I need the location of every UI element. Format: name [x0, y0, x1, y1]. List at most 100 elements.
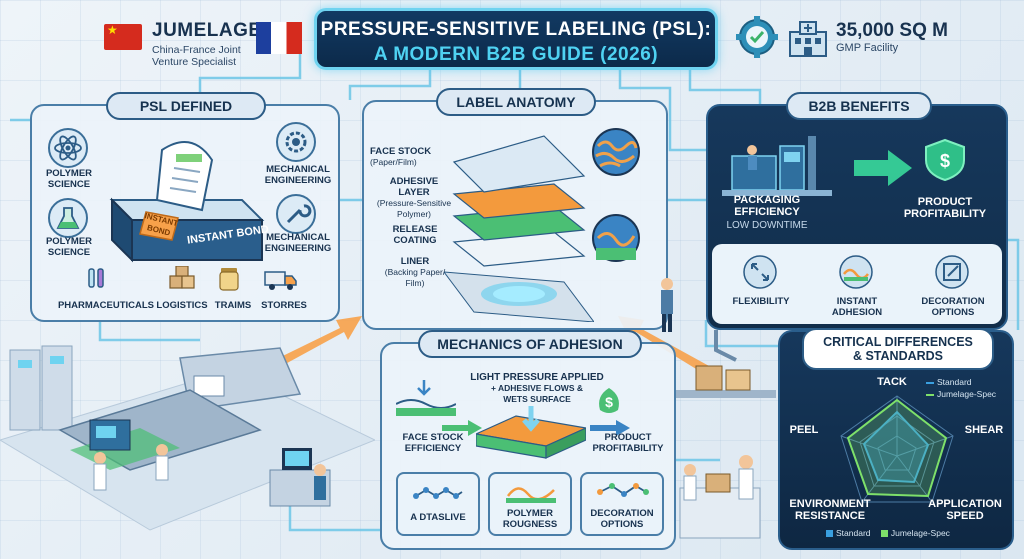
benefit-decoration-line2: OPTIONS — [931, 307, 975, 318]
benefit-instant-line1: INSTANT — [836, 296, 878, 307]
industry-label-logistics: LOGISTICS — [156, 300, 208, 311]
connector-line-title-right — [618, 70, 706, 152]
label-anatomy-title: LABEL ANATOMY — [436, 88, 596, 116]
test-tubes-icon — [88, 268, 104, 288]
packaging-efficiency-sub: LOW DOWNTIME — [726, 220, 808, 231]
layer-label-adhesive-line3: (Pressure-Sensitive — [376, 198, 452, 208]
legend-top-jumelage: Jumelage-Spec — [926, 388, 996, 400]
benefit-decoration: DECORATION OPTIONS — [908, 296, 998, 318]
mechanics-panel: MECHANICS OF ADHESION LIGHT PRESSURE APP… — [380, 330, 678, 550]
b2b-benefits-panel: B2B BENEFITS $ PACKAGING EFFICIENCY LOW … — [706, 92, 1008, 330]
packaging-line1: PACKAGING — [733, 194, 801, 206]
france-flag-icon — [256, 22, 302, 54]
chain-molecule-icon — [413, 487, 463, 499]
polymer-zoom-icon — [592, 214, 640, 262]
layer-label-adhesive-line4: Polymer) — [396, 209, 431, 219]
factory-line-illustration — [0, 345, 375, 531]
critical-title: CRITICAL DIFFERENCES & STANDARDS — [802, 328, 994, 370]
connector-line-brand — [198, 40, 302, 100]
packing-station-illustration — [679, 455, 761, 539]
legend-bottom-standard-swatch — [826, 530, 833, 538]
brand-subtitle-line1: China-France Joint — [152, 44, 241, 56]
boxes-icon — [169, 266, 195, 289]
right-label-2-line1: MECHANICAL — [266, 232, 330, 243]
layer-stack-illustration — [444, 135, 594, 322]
mech-step-2-line1: POLYMER — [506, 508, 554, 519]
brand-subtitle: China-France Joint Venture Specialist — [152, 44, 241, 68]
mech-step-1-label: A DTASLIVE — [410, 512, 466, 523]
adhesive-zoom-icon — [592, 128, 640, 176]
axis-app-line1: APPLICATION — [928, 498, 1002, 510]
connector-line-benefits-critical — [1008, 238, 1020, 330]
brand-name: JUMELAGE — [152, 20, 262, 41]
mech-step-3-line2: OPTIONS — [600, 519, 644, 530]
flask-icon — [48, 198, 88, 238]
benefit-flexibility: FLEXIBILITY — [716, 296, 806, 307]
critical-differences-panel: CRITICAL DIFFERENCES & STANDARDS TACK SH… — [778, 328, 1014, 550]
layer-label-adhesive: ADHESIVE LAYER (Pressure-Sensitive Polym… — [368, 176, 460, 220]
layer-label-release-line2: COATING — [393, 235, 437, 246]
legend-bottom-standard-text: Standard — [836, 528, 871, 538]
pressure-line3: WETS SURFACE — [503, 394, 571, 404]
axis-environment-resistance: ENVIRONMENT RESISTANCE — [782, 498, 878, 522]
left-label-2-line1: POLYMER — [45, 236, 93, 247]
gear-check-icon — [736, 16, 778, 58]
decoration-chain-icon — [597, 483, 649, 497]
right-label-1: MECHANICAL ENGINEERING — [260, 164, 336, 186]
profit-line2: PROFITABILITY — [903, 208, 987, 220]
mech-right-label: PRODUCT PROFITABILITY — [578, 432, 678, 454]
mech-right-line1: PRODUCT — [604, 432, 652, 443]
shield-dollar-icon: $ — [925, 138, 965, 182]
legend-top-jumelage-swatch — [926, 393, 934, 396]
benefit-instant-line2: ADHESION — [831, 307, 883, 318]
mech-step-3-line1: DECORATION — [590, 508, 654, 519]
industry-label-4: STORRES — [261, 300, 307, 311]
legend-top-standard-swatch — [926, 381, 934, 384]
layer-label-liner-line3: Film) — [405, 278, 425, 288]
mech-step-3-label: DECORATION OPTIONS — [582, 508, 662, 530]
facility-type: GMP Facility — [836, 42, 899, 54]
radar-chart — [840, 395, 954, 503]
layer-label-liner-line2: (Backing Paper/ — [384, 267, 446, 277]
benefit-decoration-line1: DECORATION — [921, 296, 985, 307]
svg-text:$: $ — [940, 151, 950, 171]
layer-label-release: RELEASE COATING — [380, 224, 450, 246]
axis-app-line2: SPEED — [946, 510, 984, 522]
arrow-right-green-icon — [442, 420, 482, 436]
mech-left-line1: FACE STOCK — [402, 432, 464, 443]
pressure-line1: LIGHT PRESSURE APPLIED — [470, 372, 604, 383]
page-title: PRESSURE-SENSITIVE LABELING (PSL): — [320, 19, 712, 40]
profit-line1: PRODUCT — [917, 196, 973, 208]
psl-defined-title: PSL DEFINED — [106, 92, 266, 120]
surface-wave-icon — [396, 380, 456, 416]
critical-title-line1: CRITICAL DIFFERENCES — [823, 335, 973, 349]
left-label-1-line2: SCIENCE — [47, 179, 91, 190]
label-applicator-illustration — [109, 141, 265, 263]
mech-step-1: A DTASLIVE — [396, 472, 480, 536]
mech-right-line2: PROFITABILITY — [592, 443, 664, 454]
legend-top-standard-text: Standard — [937, 377, 972, 387]
b2b-benefits-title: B2B BENEFITS — [786, 92, 932, 120]
pressure-text: LIGHT PRESSURE APPLIED + ADHESIVE FLOWS … — [442, 372, 632, 405]
layer-label-liner-line1: LINER — [400, 256, 430, 267]
mech-step-2: POLYMER ROUGNESS — [488, 472, 572, 536]
gear-icon — [276, 122, 316, 162]
packaging-efficiency-label: PACKAGING EFFICIENCY — [712, 194, 822, 218]
svg-text:$: $ — [605, 394, 613, 410]
connector-line-def-bottom — [98, 322, 200, 342]
adhesion-wave-icon — [839, 255, 873, 289]
label-anatomy-panel: LABEL ANATOMY FACE STOCK (Paper/Film) AD… — [362, 88, 668, 330]
worker-figure-icon — [661, 278, 673, 332]
mech-left-label: FACE STOCK EFFICIENCY — [386, 432, 480, 454]
mech-left-line2: EFFICIENCY — [404, 443, 462, 454]
left-label-2: POLYMER SCIENCE — [38, 236, 100, 258]
radar-series-jumelage — [846, 398, 948, 498]
left-label-2-line2: SCIENCE — [47, 247, 91, 258]
axis-tack: TACK — [877, 376, 907, 388]
pressure-line2: + ADHESIVE FLOWS & — [490, 383, 583, 393]
benefit-instant-adhesion: INSTANT ADHESION — [812, 296, 902, 318]
arrow-right-blue-icon — [590, 420, 630, 436]
right-label-1-line1: MECHANICAL — [266, 164, 330, 175]
adhesion-block-illustration — [476, 406, 586, 459]
radar-series-standard — [862, 410, 930, 484]
